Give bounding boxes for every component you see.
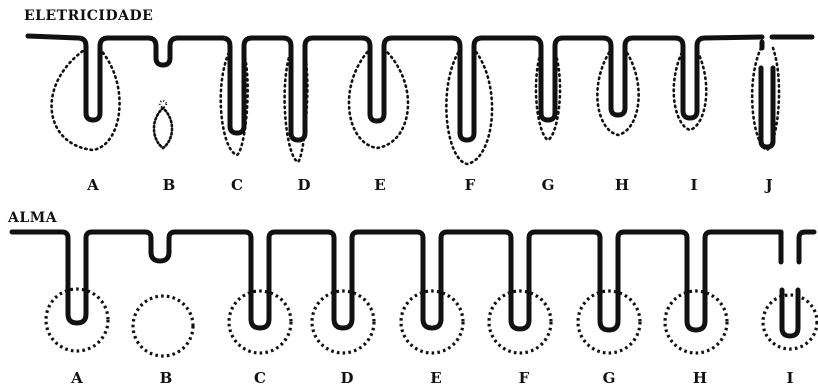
soul-halo-dotted (401, 291, 463, 353)
label-a: A (70, 369, 83, 387)
label-h: H (693, 369, 707, 387)
label-h: H (615, 176, 629, 194)
label-e: E (374, 176, 385, 194)
energy-field-dotted (349, 48, 408, 148)
outer-contour-line (12, 232, 781, 330)
label-j: J (763, 176, 772, 194)
label-d: D (297, 176, 310, 194)
label-f: F (519, 369, 530, 387)
detached-tube (782, 290, 798, 336)
outer-contour-line (799, 232, 814, 262)
outer-contour-line (28, 36, 762, 140)
label-b: B (163, 176, 176, 194)
label-i: I (690, 176, 697, 194)
label-g: G (542, 176, 555, 194)
label-a: A (86, 176, 99, 194)
soul-halo-dotted (489, 291, 551, 353)
soul-halo-dotted (578, 291, 640, 353)
label-i: I (786, 369, 793, 387)
label-b: B (160, 369, 173, 387)
energy-field-dotted (154, 108, 172, 148)
soul-halo-dotted (312, 291, 374, 353)
energy-field-dotted (597, 48, 638, 135)
label-f: F (465, 176, 476, 194)
soul-halo-dotted (763, 295, 817, 349)
soul-halo-dotted (46, 289, 108, 351)
label-c: C (231, 176, 243, 194)
soul-halo-dotted (665, 291, 727, 353)
soul-halo-dotted (229, 291, 291, 353)
label-d: D (340, 369, 353, 387)
section-title-eletricidade: ELETRICIDADE (24, 8, 153, 24)
label-c: C (254, 369, 266, 387)
soul-halo-dotted (133, 296, 193, 356)
detached-tube (761, 68, 773, 147)
energy-field-dotted (446, 48, 492, 164)
label-g: G (603, 369, 616, 387)
label-e: E (430, 369, 441, 387)
section-title-alma: ALMA (8, 210, 57, 226)
